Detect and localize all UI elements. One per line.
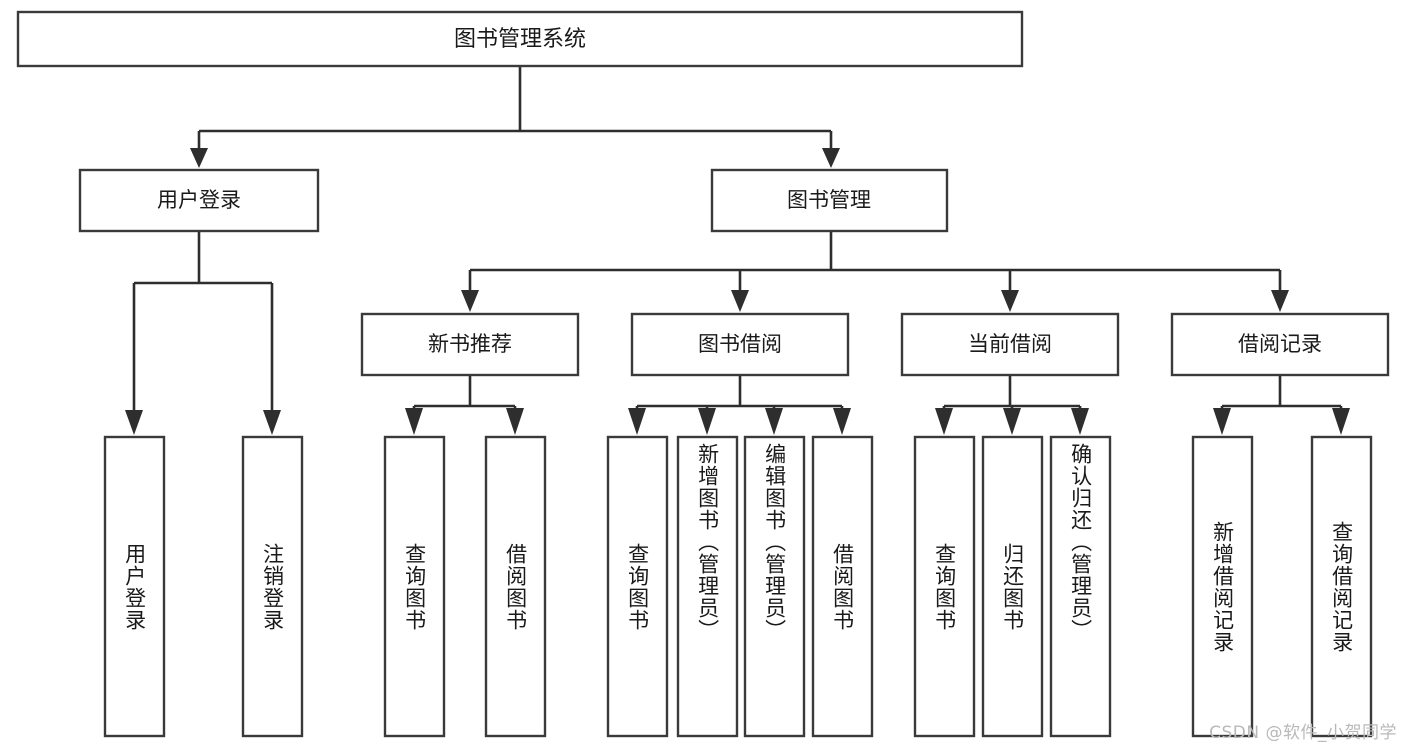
node-user-login-box[interactable] — [78, 168, 320, 233]
leaf-box-user-login[interactable] — [103, 435, 166, 738]
connector-group-current-borrow-leaves — [935, 375, 1089, 435]
arrow-head-user-login — [190, 148, 208, 168]
arrow-head-leaf-logout-login — [263, 410, 281, 435]
node-book-borrow[interactable]: 图书借阅 — [630, 312, 850, 377]
leaf-box-query-book-1[interactable] — [383, 435, 446, 738]
node-user-login[interactable]: 用户登录 — [78, 168, 320, 233]
leaf-box-borrow-book-2[interactable] — [811, 435, 874, 738]
arrow-head-leaf-confirm-return — [1071, 408, 1089, 435]
arrow-head-borrow-record — [1271, 290, 1289, 312]
leaf-boxes-group — [103, 435, 1373, 738]
connector-group-user-login-leaves — [125, 231, 281, 435]
node-book-management-label: 图书管理 — [787, 188, 871, 212]
leaf-box-borrow-book-1[interactable] — [484, 435, 547, 738]
node-book-management[interactable]: 图书管理 — [710, 168, 949, 233]
arrow-head-leaf-user-login — [125, 410, 143, 435]
node-book-borrow-box[interactable] — [630, 312, 850, 377]
connector-group-borrow-record-leaves — [1213, 375, 1350, 435]
leaf-box-edit-book[interactable] — [743, 435, 806, 738]
node-current-borrow-box[interactable] — [900, 312, 1120, 377]
node-user-login-label: 用户登录 — [157, 188, 241, 212]
node-current-borrow[interactable]: 当前借阅 — [900, 312, 1120, 377]
leaf-box-confirm-return[interactable] — [1049, 435, 1112, 738]
arrow-head-leaf-add-book — [698, 408, 716, 435]
arrow-head-leaf-query-book-3 — [935, 408, 953, 435]
node-book-management-box[interactable] — [710, 168, 949, 233]
leaf-box-logout-login[interactable] — [241, 435, 304, 738]
leaf-box-return-book[interactable] — [981, 435, 1044, 738]
arrow-head-leaf-edit-book — [765, 408, 783, 435]
arrow-head-current-borrow — [1001, 290, 1019, 312]
node-root-label: 图书管理系统 — [454, 27, 586, 52]
node-root-box[interactable] — [16, 10, 1024, 68]
node-new-book-recommend[interactable]: 新书推荐 — [360, 312, 580, 377]
arrow-head-leaf-add-record — [1213, 408, 1231, 435]
leaf-box-query-book-2[interactable] — [606, 435, 669, 738]
leaf-box-add-book[interactable] — [676, 435, 739, 738]
node-borrow-record-label: 借阅记录 — [1238, 332, 1322, 356]
node-borrow-record[interactable]: 借阅记录 — [1170, 312, 1390, 377]
arrow-head-leaf-query-book-1 — [405, 408, 423, 435]
node-new-book-recommend-box[interactable] — [360, 312, 580, 377]
connector-group-new-book-leaves — [405, 375, 524, 435]
node-new-book-recommend-label: 新书推荐 — [428, 332, 512, 356]
arrow-head-leaf-borrow-book-1 — [506, 408, 524, 435]
node-root[interactable]: 图书管理系统 — [16, 10, 1024, 68]
node-book-borrow-label: 图书借阅 — [698, 332, 782, 356]
arrow-head-leaf-return-book — [1003, 408, 1021, 435]
leaf-box-query-record[interactable] — [1310, 435, 1373, 738]
connector-group-level2-to-level3 — [461, 231, 1289, 312]
leaf-box-add-record[interactable] — [1191, 435, 1254, 738]
leaf-box-query-book-3[interactable] — [913, 435, 976, 738]
node-current-borrow-label: 当前借阅 — [968, 332, 1052, 356]
connector-group-book-borrow-leaves — [628, 375, 851, 435]
connector-group-root-to-level2 — [190, 66, 840, 168]
node-borrow-record-box[interactable] — [1170, 312, 1390, 377]
arrow-head-new-book-recommend — [461, 290, 479, 312]
arrow-head-leaf-borrow-book-2 — [833, 408, 851, 435]
arrow-head-leaf-query-record — [1332, 408, 1350, 435]
arrow-head-book-management — [822, 148, 840, 168]
arrow-head-leaf-query-book-2 — [628, 408, 646, 435]
arrow-head-book-borrow — [731, 290, 749, 312]
